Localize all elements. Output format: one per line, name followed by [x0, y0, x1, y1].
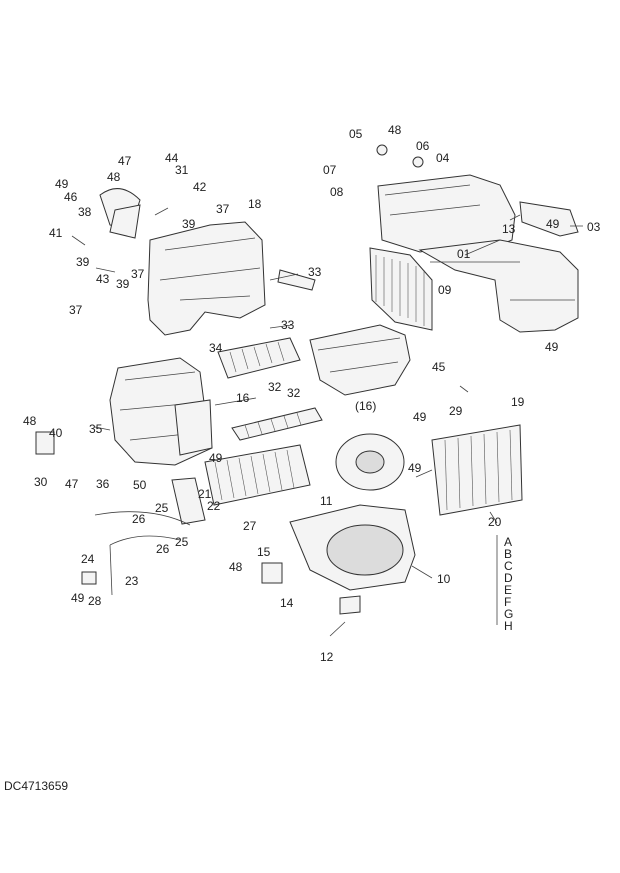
callout-32a: 32	[268, 380, 282, 394]
callout-49f: 49	[408, 461, 422, 475]
callout-32b: 32	[287, 386, 301, 400]
callout-38: 38	[78, 205, 92, 219]
callout-50: 50	[133, 478, 147, 492]
callout-42: 42	[193, 180, 207, 194]
callout-46: 46	[64, 190, 78, 204]
callout-16: 16	[236, 391, 250, 405]
callout-49a: 49	[546, 217, 560, 231]
callout-49c: 49	[55, 177, 69, 191]
callout-49g: 49	[71, 591, 85, 605]
callout-37c: 37	[69, 303, 83, 317]
callout-31: 31	[175, 163, 189, 177]
louver-panels	[217, 337, 323, 441]
callout-16-paren: (16)	[355, 399, 376, 413]
callout-48a: 48	[388, 123, 402, 137]
callout-06: 06	[416, 139, 430, 153]
callout-37b: 37	[131, 267, 145, 281]
callout-05: 05	[349, 127, 363, 141]
callout-12: 12	[320, 650, 334, 664]
callout-15: 15	[257, 545, 271, 559]
callout-33b: 33	[281, 318, 295, 332]
callout-25a: 25	[155, 501, 169, 515]
callout-33a: 33	[308, 265, 322, 279]
callout-47b: 47	[65, 477, 79, 491]
heater-core	[431, 424, 523, 516]
callout-49b: 49	[545, 340, 559, 354]
suffix-b: B	[504, 547, 512, 561]
suffix-h: H	[504, 619, 513, 633]
callout-18: 18	[248, 197, 262, 211]
callout-30: 30	[34, 475, 48, 489]
callout-11: 11	[320, 494, 333, 508]
callout-43: 43	[96, 272, 110, 286]
drawing-code: DC4713659	[4, 779, 69, 793]
leader-lines	[71, 207, 583, 637]
suffix-a: A	[504, 535, 512, 549]
callout-22: 22	[207, 499, 221, 513]
callout-45: 45	[432, 360, 446, 374]
callout-14: 14	[280, 596, 294, 610]
suffix-c: C	[504, 559, 513, 573]
callout-36: 36	[96, 477, 110, 491]
suffix-letter-list: A B C D E F G H	[504, 535, 513, 633]
upper-case-assembly	[377, 174, 579, 333]
evaporator-core	[171, 444, 311, 525]
callout-49d: 49	[413, 410, 427, 424]
callout-49e: 49	[209, 451, 223, 465]
middle-housing	[309, 324, 411, 396]
callout-44: 44	[165, 151, 179, 165]
left-housing-assembly	[109, 357, 213, 466]
callout-28: 28	[88, 594, 102, 608]
callout-37a: 37	[216, 202, 230, 216]
callout-01: 01	[457, 247, 471, 261]
callout-26b: 26	[156, 542, 170, 556]
callout-35: 35	[89, 422, 103, 436]
callout-21: 21	[198, 487, 212, 501]
callout-09: 09	[438, 283, 452, 297]
small-parts	[35, 144, 424, 585]
callout-47a: 47	[118, 154, 132, 168]
callout-labels: 05 48 06 04 07 08 03 13 49 01 09 49 47 4…	[23, 123, 601, 664]
callout-26a: 26	[132, 512, 146, 526]
callout-25b: 25	[175, 535, 189, 549]
suffix-d: D	[504, 571, 513, 585]
callout-29: 29	[449, 404, 463, 418]
blower-assembly	[289, 433, 416, 615]
suffix-f: F	[504, 595, 511, 609]
callout-48b: 48	[107, 170, 121, 184]
callout-20: 20	[488, 515, 502, 529]
callout-34: 34	[209, 341, 223, 355]
callout-39b: 39	[76, 255, 90, 269]
callout-40: 40	[49, 426, 63, 440]
callout-24: 24	[81, 552, 95, 566]
callout-27: 27	[243, 519, 257, 533]
callout-39a: 39	[182, 217, 196, 231]
callout-19: 19	[511, 395, 525, 409]
callout-10: 10	[437, 572, 451, 586]
callout-08: 08	[330, 185, 344, 199]
suffix-e: E	[504, 583, 512, 597]
callout-39c: 39	[116, 277, 130, 291]
callout-13: 13	[502, 222, 516, 236]
callout-03: 03	[587, 220, 601, 234]
callout-48c: 48	[23, 414, 37, 428]
pipes-and-fittings	[94, 511, 191, 596]
air-filter	[369, 247, 433, 331]
callout-41: 41	[49, 226, 63, 240]
callout-07: 07	[323, 163, 337, 177]
callout-48d: 48	[229, 560, 243, 574]
suffix-g: G	[504, 607, 513, 621]
callout-23: 23	[125, 574, 139, 588]
callout-04: 04	[436, 151, 450, 165]
